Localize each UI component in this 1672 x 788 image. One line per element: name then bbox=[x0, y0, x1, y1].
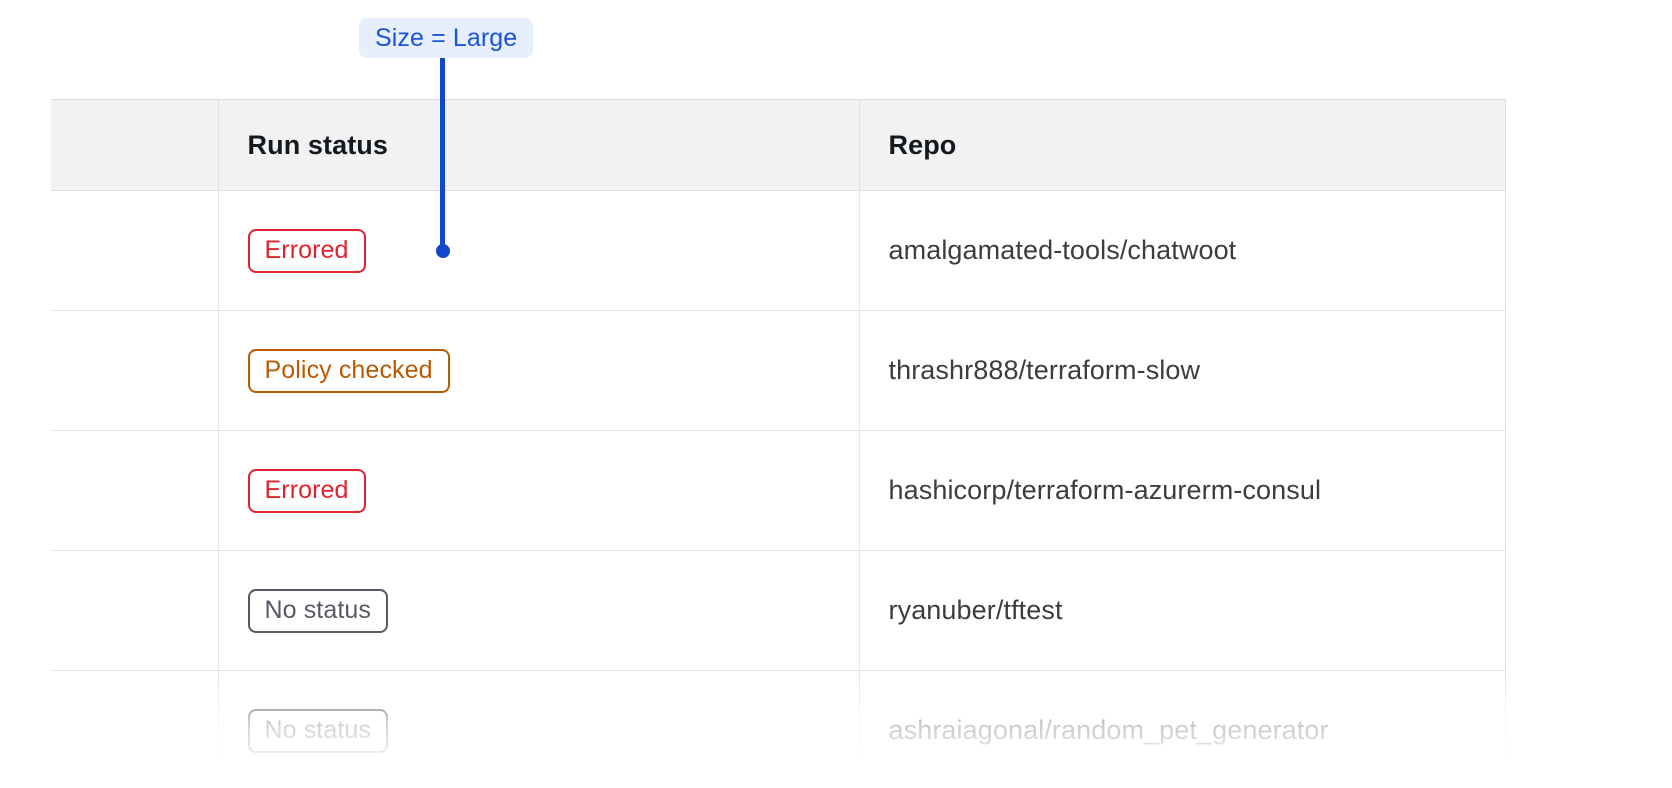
row-select-cell[interactable] bbox=[51, 310, 219, 431]
status-badge[interactable]: Errored bbox=[247, 468, 366, 513]
table-header-row: Run status Repo bbox=[51, 99, 1506, 191]
repo-cell[interactable]: ryanuber/tftest bbox=[859, 550, 1506, 671]
repo-cell[interactable]: hashicorp/terraform-azurerm-consul bbox=[859, 430, 1506, 551]
repo-cell[interactable]: ashraiagonal/random_pet_generator bbox=[859, 670, 1506, 788]
run-status-cell: Errored bbox=[218, 430, 860, 551]
row-select-cell[interactable] bbox=[51, 430, 219, 551]
status-badge[interactable]: No status bbox=[247, 708, 389, 753]
table-row[interactable]: Errored hashicorp/terraform-azurerm-cons… bbox=[51, 430, 1506, 551]
table-row[interactable]: Policy checked thrashr888/terraform-slow bbox=[51, 310, 1506, 431]
table-row[interactable]: No status ashraiagonal/random_pet_genera… bbox=[51, 670, 1506, 788]
row-select-cell[interactable] bbox=[51, 670, 219, 788]
status-badge[interactable]: No status bbox=[247, 588, 389, 633]
run-status-cell: No status bbox=[218, 550, 860, 671]
status-badge-label: Errored bbox=[264, 236, 349, 264]
status-badge-label: Errored bbox=[264, 476, 349, 504]
runs-table: Run status Repo Errored amalgamated-tool… bbox=[51, 99, 1506, 788]
table-header: Run status Repo bbox=[51, 99, 1506, 191]
run-status-cell: Policy checked bbox=[218, 310, 860, 431]
status-badge[interactable]: Policy checked bbox=[247, 348, 450, 393]
status-badge[interactable]: Errored bbox=[247, 228, 366, 273]
run-status-cell: No status bbox=[218, 670, 860, 788]
annotation-connector-dot bbox=[436, 244, 450, 258]
status-badge-label: No status bbox=[264, 596, 372, 624]
repo-cell[interactable]: thrashr888/terraform-slow bbox=[859, 310, 1506, 431]
table-row[interactable]: No status ryanuber/tftest bbox=[51, 550, 1506, 671]
row-select-cell[interactable] bbox=[51, 550, 219, 671]
row-select-cell[interactable] bbox=[51, 190, 219, 311]
status-badge-label: Policy checked bbox=[264, 356, 433, 384]
annotation-badge[interactable]: Size = Large bbox=[359, 18, 534, 58]
annotation-connector-line bbox=[440, 58, 445, 248]
column-header-select[interactable] bbox=[51, 99, 219, 191]
repo-cell[interactable]: amalgamated-tools/chatwoot bbox=[859, 190, 1506, 311]
status-badge-label: No status bbox=[264, 716, 372, 744]
runs-table-container: Run status Repo Errored amalgamated-tool… bbox=[0, 99, 1672, 788]
table-body: Errored amalgamated-tools/chatwoot Polic… bbox=[51, 190, 1506, 788]
column-header-repo[interactable]: Repo bbox=[859, 99, 1506, 191]
table-row[interactable]: Errored amalgamated-tools/chatwoot bbox=[51, 190, 1506, 311]
run-status-cell: Errored bbox=[218, 190, 860, 311]
column-header-run-status[interactable]: Run status bbox=[218, 99, 860, 191]
annotation-badge-label: Size = Large bbox=[375, 23, 518, 52]
